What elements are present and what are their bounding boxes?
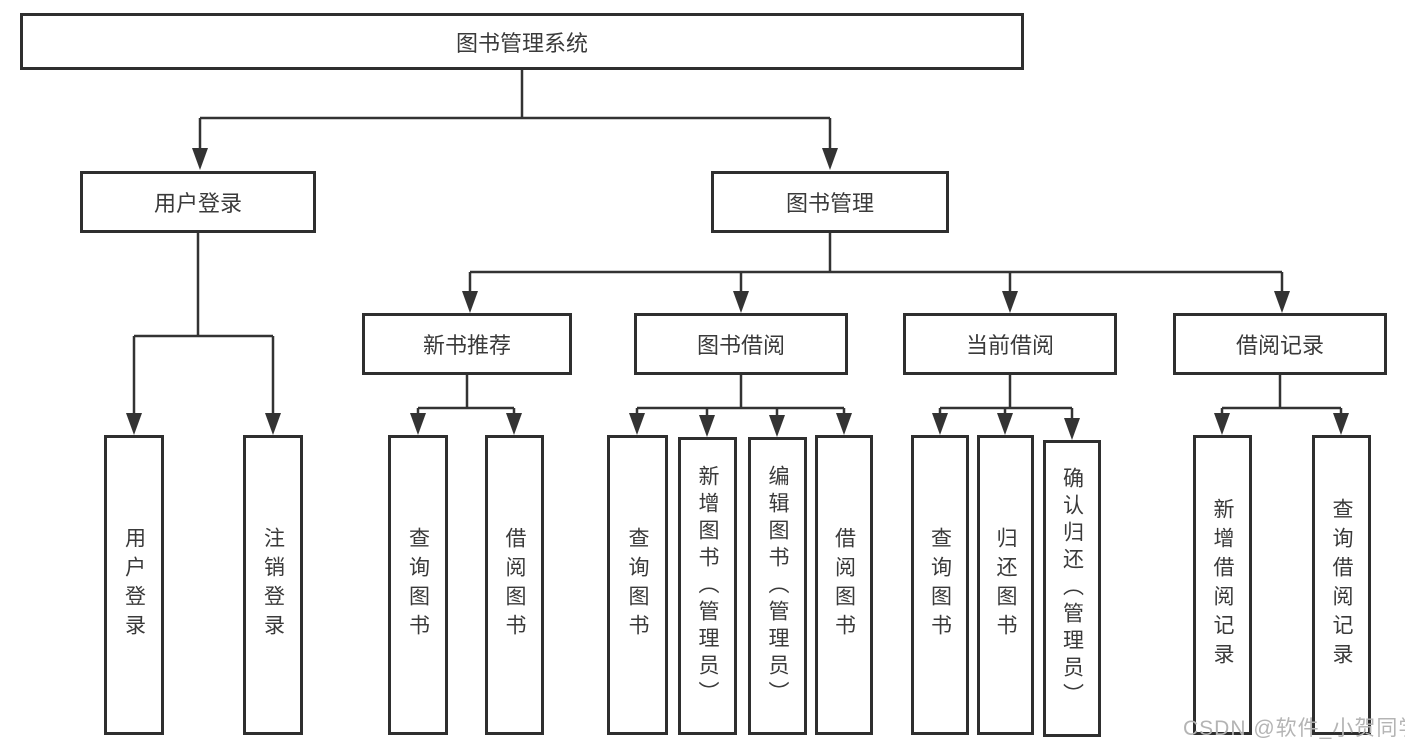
leaf-query-books: 查询图书 <box>388 435 448 735</box>
node-book-borrowing: 图书借阅 <box>634 313 848 375</box>
node-user-login: 用户登录 <box>80 171 316 233</box>
connector-root-to-level2 <box>192 70 838 170</box>
leaf-add-books-admin: 新增图书（管理员） <box>678 437 737 735</box>
leaf-borrow-books: 借阅图书 <box>485 435 544 735</box>
leaf-query-books: 查询图书 <box>911 435 969 735</box>
leaf-query-books: 查询图书 <box>607 435 668 735</box>
leaf-edit-books-admin: 编辑图书（管理员） <box>748 437 807 735</box>
connector-borrow-records-children <box>1214 375 1349 435</box>
leaf-return-books: 归还图书 <box>977 435 1034 735</box>
leaf-query-borrow-record: 查询借阅记录 <box>1312 435 1371 735</box>
leaf-user-login: 用户登录 <box>104 435 164 735</box>
connector-user-login-children <box>126 233 281 435</box>
connector-book-mgmt-children <box>462 233 1290 313</box>
leaf-confirm-return-admin: 确认归还（管理员） <box>1043 440 1101 737</box>
leaf-add-borrow-record: 新增借阅记录 <box>1193 435 1252 735</box>
leaf-logout: 注销登录 <box>243 435 303 735</box>
node-new-book-recommendation: 新书推荐 <box>362 313 572 375</box>
connector-current-borrow-children <box>932 375 1080 440</box>
node-book-management: 图书管理 <box>711 171 949 233</box>
connector-book-borrow-children <box>629 375 852 437</box>
node-library-management-system: 图书管理系统 <box>20 13 1024 70</box>
csdn-watermark: CSDN @软件_小贺同学 <box>1183 717 1405 740</box>
node-borrowing-records: 借阅记录 <box>1173 313 1387 375</box>
connector-new-book-rec-children <box>410 375 522 435</box>
node-current-borrowing: 当前借阅 <box>903 313 1117 375</box>
leaf-borrow-books: 借阅图书 <box>815 435 873 735</box>
